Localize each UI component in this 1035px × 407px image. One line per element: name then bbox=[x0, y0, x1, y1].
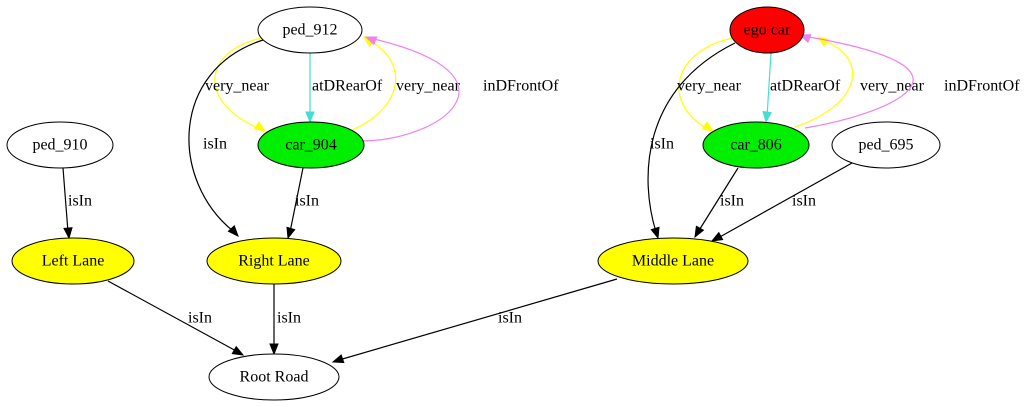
node-car-904[interactable]: car_904 bbox=[257, 121, 365, 169]
edge-middle_lane-to-root_road: isIn bbox=[331, 278, 618, 364]
edge-label: isIn bbox=[720, 193, 744, 210]
edge-label: isIn bbox=[650, 136, 674, 153]
edge-ped_912-to-car_904: very_near bbox=[205, 37, 270, 132]
arrowhead-icon bbox=[305, 111, 315, 124]
arrowhead-icon bbox=[269, 343, 279, 356]
edge-label: isIn bbox=[277, 310, 301, 327]
node-label: ped_910 bbox=[32, 137, 87, 154]
edge-line bbox=[361, 38, 460, 142]
node-label: Left Lane bbox=[42, 253, 105, 270]
edge-label: very_near bbox=[860, 78, 925, 95]
node-label: car_904 bbox=[285, 137, 337, 154]
edge-car_806-to-middle_lane: isIn bbox=[694, 167, 744, 239]
node-label: car_806 bbox=[730, 137, 782, 154]
edge-label: inDFrontOf bbox=[944, 78, 1020, 95]
edge-label: atDRearOf bbox=[770, 78, 841, 95]
node-root-road[interactable]: Root Road bbox=[208, 353, 340, 401]
node-ped-695[interactable]: ped_695 bbox=[831, 121, 941, 169]
arrowhead-icon bbox=[650, 226, 660, 240]
node-ego-car[interactable]: ego car bbox=[729, 6, 805, 54]
node-label: Middle Lane bbox=[632, 253, 714, 270]
node-middle-lane[interactable]: Middle Lane bbox=[597, 237, 749, 285]
node-right-lane[interactable]: Right Lane bbox=[206, 237, 342, 285]
edge-ego_car-to-car_806: very_near bbox=[677, 37, 742, 132]
edge-label: isIn bbox=[68, 193, 92, 210]
edge-line bbox=[804, 36, 914, 129]
edge-car_904-to-ped_912: inDFrontOf bbox=[361, 36, 559, 142]
edge-label: inDFrontOf bbox=[483, 78, 559, 95]
arrowhead-icon bbox=[63, 227, 73, 240]
node-label: ped_912 bbox=[282, 22, 337, 39]
edge-label: very_near bbox=[396, 78, 461, 95]
edge-line bbox=[188, 39, 264, 232]
edge-ego_car-to-car_806: atDRearOf bbox=[762, 52, 841, 124]
edge-car_904-to-right_lane: isIn bbox=[286, 167, 319, 240]
edge-ego_car-to-middle_lane: isIn bbox=[647, 42, 736, 240]
edge-ped_910-to-left_lane: isIn bbox=[62, 167, 92, 240]
edge-label: isIn bbox=[188, 310, 212, 327]
edge-ped_695-to-middle_lane: isIn bbox=[710, 162, 853, 242]
edge-line bbox=[717, 162, 853, 239]
edge-label: very_near bbox=[205, 78, 270, 95]
node-ellipse bbox=[597, 237, 749, 285]
edge-line bbox=[107, 280, 239, 353]
node-ellipse bbox=[257, 6, 363, 54]
edge-car_904-to-ped_912: very_near bbox=[351, 36, 461, 131]
edge-label: atDRearOf bbox=[312, 78, 383, 95]
edge-line bbox=[678, 37, 734, 129]
arrowhead-icon bbox=[364, 36, 378, 46]
edge-line bbox=[338, 278, 618, 361]
node-label: ego car bbox=[744, 22, 791, 39]
node-ellipse bbox=[257, 121, 365, 169]
edge-car_806-to-ego_car: inDFrontOf bbox=[798, 34, 1020, 129]
node-left-lane[interactable]: Left Lane bbox=[11, 237, 135, 285]
edge-label: very_near bbox=[677, 78, 742, 95]
node-ellipse bbox=[208, 353, 340, 401]
arrowhead-icon bbox=[253, 121, 267, 132]
edge-line bbox=[794, 40, 854, 128]
node-car-806[interactable]: car_806 bbox=[702, 121, 810, 169]
node-ped-912[interactable]: ped_912 bbox=[257, 6, 363, 54]
node-ellipse bbox=[11, 237, 135, 285]
edge-ped_912-to-right_lane: isIn bbox=[188, 39, 264, 238]
edge-line bbox=[647, 42, 736, 233]
edge-label: isIn bbox=[295, 193, 319, 210]
node-ellipse bbox=[831, 121, 941, 169]
node-ellipse bbox=[206, 237, 342, 285]
node-ellipse bbox=[702, 121, 810, 169]
edge-line bbox=[697, 167, 739, 233]
edge-label: isIn bbox=[203, 136, 227, 153]
arrowhead-icon bbox=[701, 121, 715, 132]
arrowhead-icon bbox=[227, 225, 239, 238]
arrowhead-icon bbox=[762, 111, 772, 124]
edge-line bbox=[214, 37, 263, 129]
node-ped-910[interactable]: ped_910 bbox=[6, 121, 114, 169]
edge-label: isIn bbox=[792, 193, 816, 210]
edge-line bbox=[289, 167, 304, 233]
arrowhead-icon bbox=[331, 354, 345, 364]
edge-line bbox=[766, 52, 772, 118]
node-ellipse bbox=[6, 121, 114, 169]
edge-ped_912-to-car_904: atDRearOf bbox=[305, 53, 383, 124]
edge-left_lane-to-root_road: isIn bbox=[107, 280, 245, 356]
edge-line bbox=[62, 167, 69, 233]
edge-right_lane-to-root_road: isIn bbox=[269, 284, 301, 356]
node-label: ped_695 bbox=[858, 137, 913, 154]
node-label: Root Road bbox=[240, 369, 309, 386]
node-ellipse bbox=[729, 6, 805, 54]
arrowhead-icon bbox=[694, 225, 705, 239]
edge-line bbox=[351, 40, 397, 131]
edge-label: isIn bbox=[498, 310, 522, 327]
arrowhead-icon bbox=[710, 231, 724, 242]
arrowhead-icon bbox=[231, 345, 245, 356]
node-label: Right Lane bbox=[238, 253, 310, 270]
arrowhead-icon bbox=[286, 226, 296, 240]
